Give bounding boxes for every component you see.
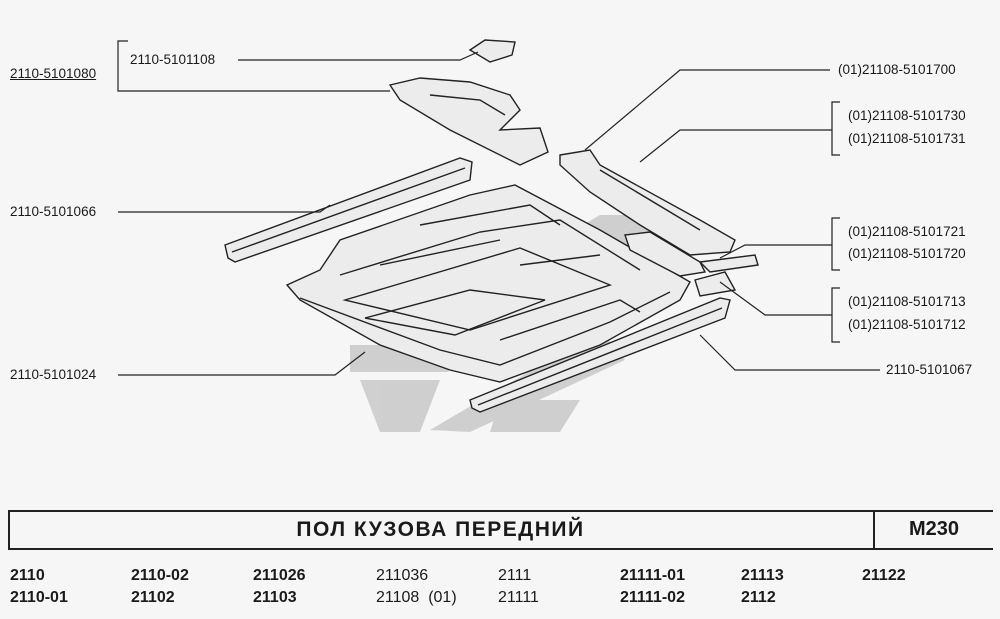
model-code: 21111-01 <box>620 567 685 584</box>
sill-left <box>224 157 473 263</box>
model-code: 2110-01 <box>10 589 68 606</box>
model-code: 21102 <box>131 589 175 606</box>
model-code: 21111 <box>498 589 539 606</box>
model-code: 21122 <box>862 567 906 584</box>
sill-right <box>469 297 731 413</box>
part-label-5101713[interactable]: (01)21108-5101713 <box>848 294 966 309</box>
part-label-5101731[interactable]: (01)21108-5101731 <box>848 131 966 146</box>
part-label-5101721[interactable]: (01)21108-5101721 <box>848 224 966 239</box>
model-code: 2110-02 <box>131 567 189 584</box>
part-label-5101712[interactable]: (01)21108-5101712 <box>848 317 966 332</box>
model-code: 2110 <box>10 567 45 584</box>
page-code: M230 <box>908 518 960 540</box>
title-frame <box>8 510 993 550</box>
model-code: 2112 <box>741 589 776 606</box>
crossmember-rear <box>559 149 759 297</box>
model-code: 21113 <box>741 567 784 584</box>
model-code: 211026 <box>253 567 306 584</box>
part-label-5101108[interactable]: 2110-5101108 <box>130 52 216 67</box>
part-label-5101080[interactable]: 2110-5101080 <box>10 66 97 81</box>
part-label-5101066[interactable]: 2110-5101066 <box>10 204 97 219</box>
model-code: 21111-02 <box>620 589 685 606</box>
part-label-5101730[interactable]: (01)21108-5101730 <box>848 108 966 123</box>
floor-panel <box>285 184 691 383</box>
title-divider <box>873 510 875 550</box>
part-label-5101720[interactable]: (01)21108-5101720 <box>848 246 966 261</box>
page-title: ПОЛ КУЗОВА ПЕРЕДНИЙ <box>296 518 585 541</box>
part-label-5101700[interactable]: (01)21108-5101700 <box>838 62 956 77</box>
tunnel-bracket <box>388 39 549 166</box>
model-code: 211036 <box>376 567 429 584</box>
leader-lines <box>117 40 880 376</box>
part-label-5101067[interactable]: 2110-5101067 <box>886 362 973 377</box>
model-code: 2111 <box>498 567 532 584</box>
part-label-5101024[interactable]: 2110-5101024 <box>10 367 97 382</box>
model-code: 21103 <box>253 589 297 606</box>
model-code: 21108 (01) <box>376 589 457 606</box>
